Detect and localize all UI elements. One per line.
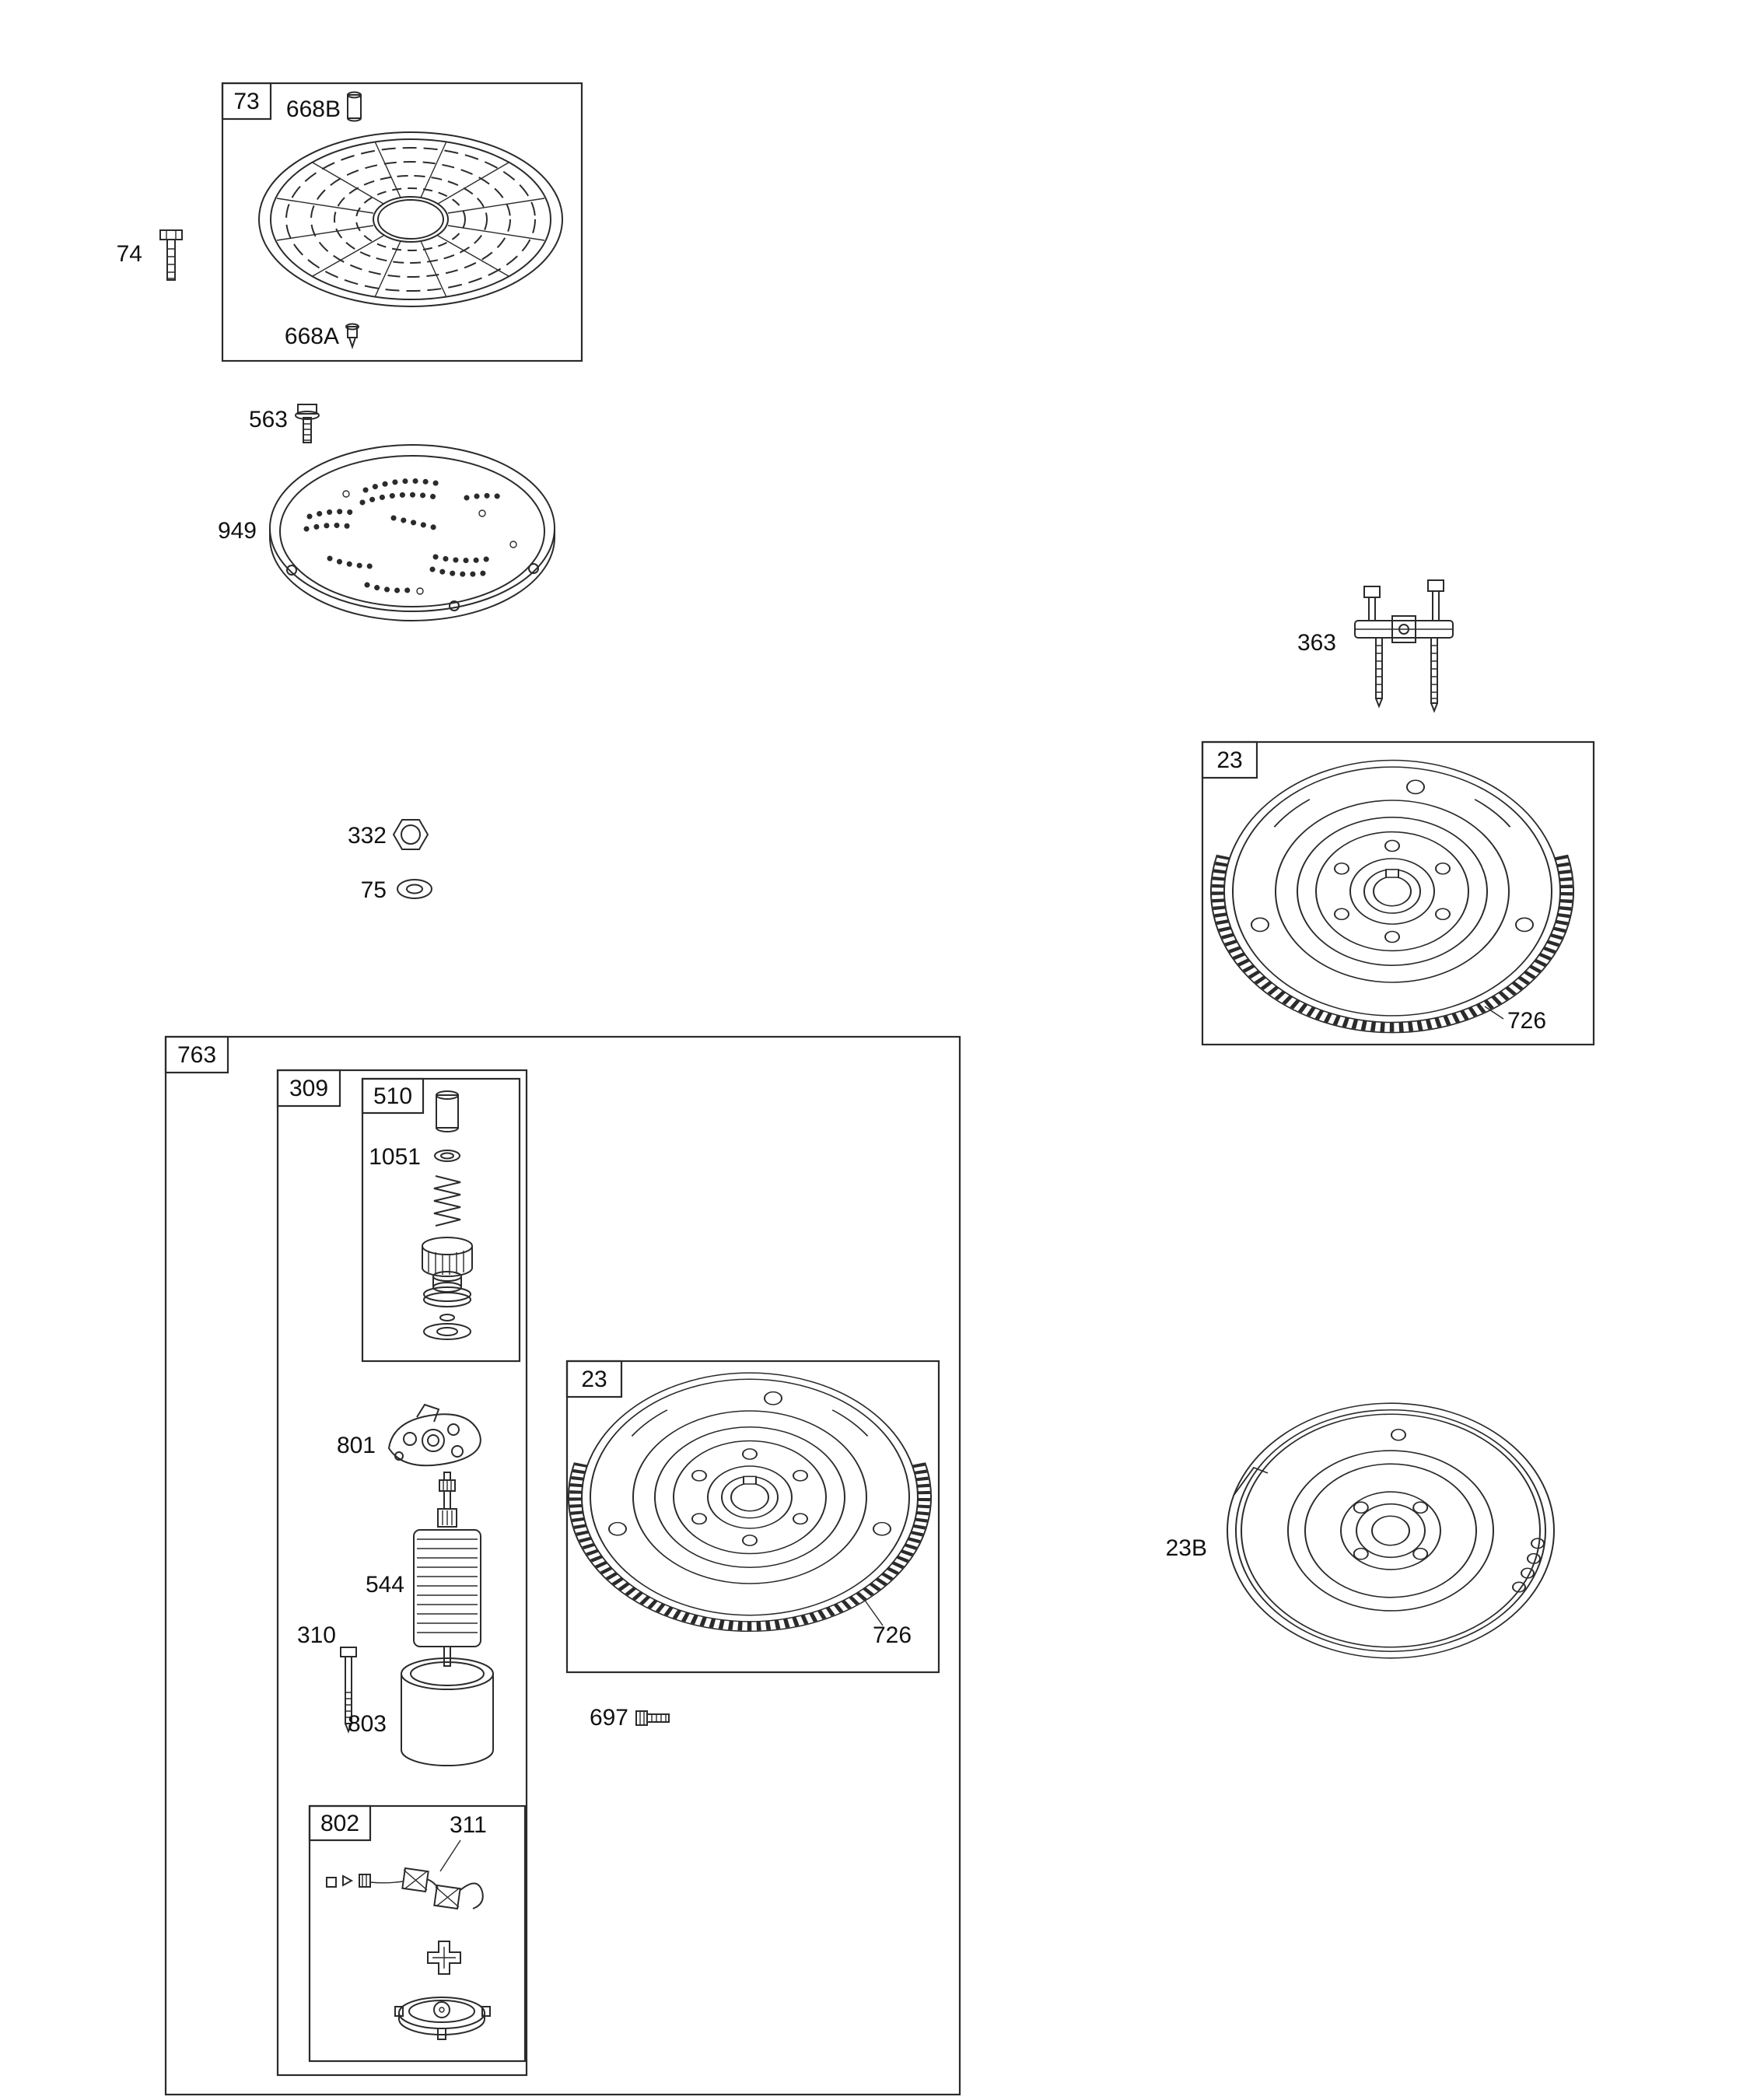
brush-holder xyxy=(427,1941,461,1975)
part-332-label: 332 xyxy=(348,823,387,849)
part-363-label: 363 xyxy=(1297,630,1336,656)
through-bolt-310 xyxy=(340,1647,357,1734)
leader-311 xyxy=(439,1839,461,1872)
part-726-mid-label: 726 xyxy=(873,1622,912,1648)
part-23B-label: 23B xyxy=(1166,1535,1207,1561)
leader-726-mid xyxy=(861,1595,884,1626)
bolt-697 xyxy=(635,1710,670,1726)
pin-668A xyxy=(345,323,359,350)
washer-75 xyxy=(397,879,432,899)
screw-74 xyxy=(159,229,183,281)
flywheel-box-23-mid: 23 726 xyxy=(567,1360,940,1674)
flywheel-23B xyxy=(1227,1402,1555,1659)
mount-bracket-801 xyxy=(387,1403,481,1467)
pin-668B xyxy=(347,91,362,122)
flywheel-23-top xyxy=(1211,761,1573,1033)
rotating-screen-668 xyxy=(258,131,563,307)
part-803-label: 803 xyxy=(348,1711,387,1737)
flywheel-23-mid xyxy=(569,1373,931,1631)
box-73-label: 73 xyxy=(233,89,259,114)
nut-332 xyxy=(392,819,429,850)
retainer-ring-1051 xyxy=(434,1150,460,1162)
part-75-label: 75 xyxy=(361,877,387,903)
brush-assembly-311 xyxy=(326,1867,484,1910)
part-563-label: 563 xyxy=(249,407,288,432)
part-668A-label: 668A xyxy=(285,324,339,349)
box-23-top-label: 23 xyxy=(1216,747,1242,773)
part-311-label: 311 xyxy=(450,1812,487,1838)
part-726-top-label: 726 xyxy=(1507,1008,1546,1034)
flywheel-box-23-top: 23 726 xyxy=(1201,740,1595,1046)
box-763-label: 763 xyxy=(177,1042,216,1068)
part-1051-label: 1051 xyxy=(369,1144,421,1170)
part-801-label: 801 xyxy=(337,1433,376,1458)
screen-949 xyxy=(269,444,555,621)
part-74-label: 74 xyxy=(117,241,142,267)
flywheel-puller-363 xyxy=(1354,579,1454,713)
part-949-label: 949 xyxy=(218,518,257,544)
box-802-label: 802 xyxy=(320,1811,359,1836)
box-510-label: 510 xyxy=(373,1083,412,1109)
leader-726-top xyxy=(1484,1006,1504,1020)
starter-box-763: 763 309 510 1051 xyxy=(164,1035,961,2096)
drive-washer xyxy=(423,1314,471,1340)
starter-motor-box-309: 309 510 1051 xyxy=(276,1069,528,2077)
armature-544 xyxy=(413,1472,481,1667)
motor-housing-803 xyxy=(401,1657,494,1766)
debris-screen-box-73: 73 668B 668A xyxy=(221,82,583,362)
part-544-label: 544 xyxy=(366,1572,404,1598)
pinion-gear xyxy=(422,1237,473,1307)
box-309-label: 309 xyxy=(289,1076,328,1101)
drive-spring xyxy=(433,1175,461,1227)
part-668B-label: 668B xyxy=(286,96,341,122)
brush-kit-box-802: 802 311 xyxy=(308,1804,527,2063)
end-cap xyxy=(394,1997,491,2040)
starter-drive-box-510: 510 1051 xyxy=(361,1077,521,1363)
part-697-label: 697 xyxy=(590,1705,628,1731)
bolt-563 xyxy=(295,404,320,443)
drive-pin xyxy=(436,1090,459,1132)
part-310-label: 310 xyxy=(297,1622,336,1648)
box-23-mid-label: 23 xyxy=(581,1367,607,1392)
